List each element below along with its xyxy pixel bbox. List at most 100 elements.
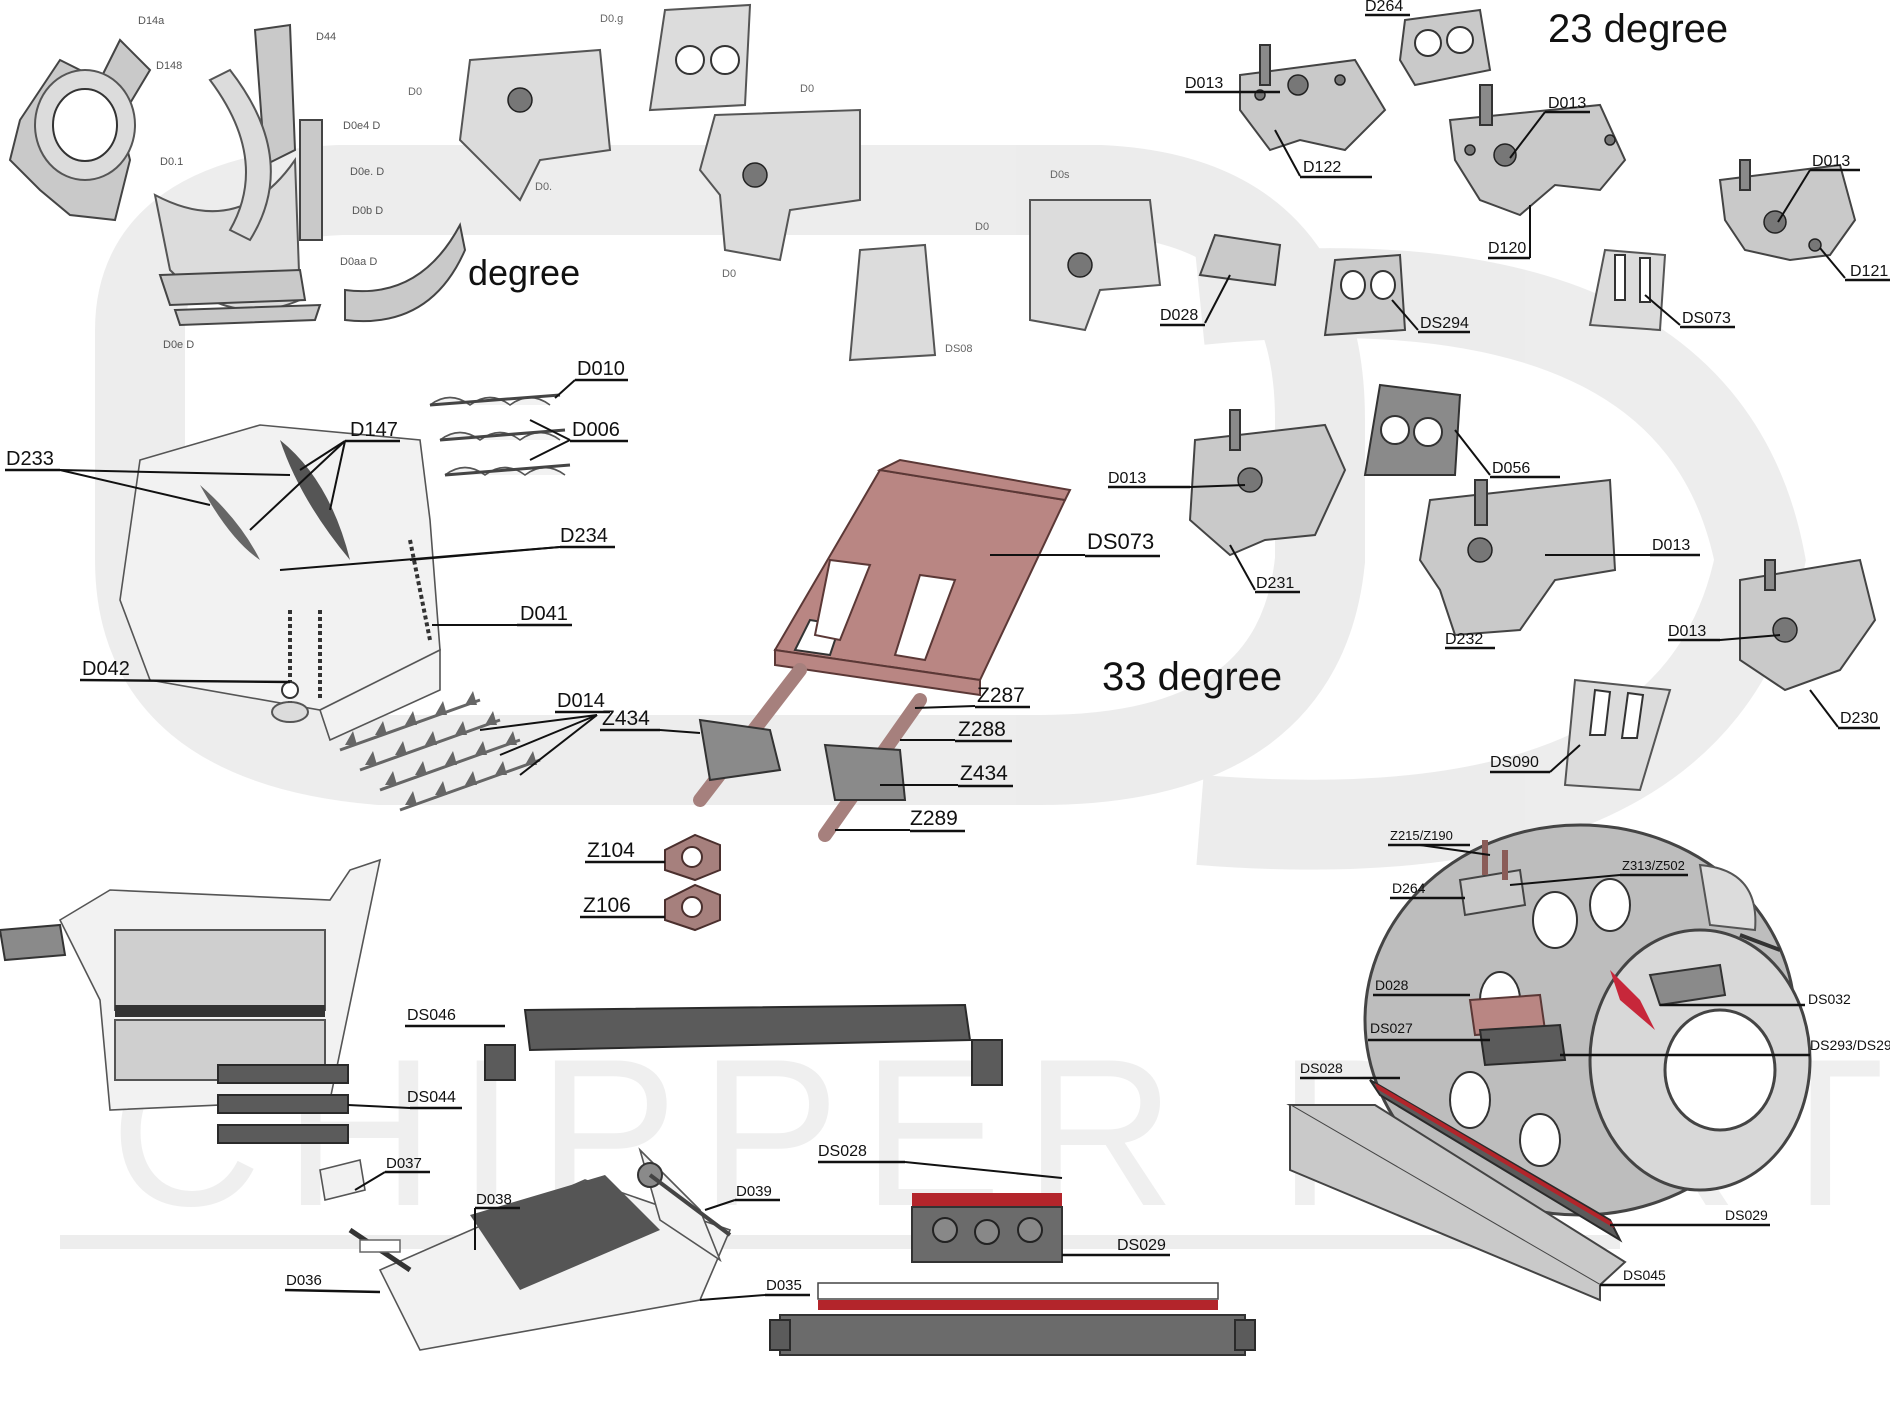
svg-text:D0e D: D0e D: [163, 339, 194, 351]
Z215-leader: [1419, 844, 1491, 856]
chipper-housing: [119, 424, 441, 742]
part-D120-holder: [1448, 84, 1627, 217]
label-DS029-bottom: DS029: [1117, 1237, 1166, 1254]
label-Z434-left: Z434: [602, 707, 650, 730]
label-DS032: DS032: [1808, 991, 1851, 1007]
label-DS073-big: DS073: [1087, 529, 1154, 554]
label-DS028-drum: DS028: [1300, 1060, 1343, 1076]
DS044-leader: [347, 1104, 411, 1109]
label-D013-f: D013: [1668, 623, 1706, 640]
svg-text:D0: D0: [722, 268, 736, 280]
label-DS073-small: DS073: [1682, 310, 1731, 327]
feed-conveyor: [319, 1147, 732, 1351]
svg-text:D0.g: D0.g: [600, 13, 623, 25]
label-D035: D035: [766, 1277, 802, 1294]
label-DS090: DS090: [1490, 754, 1539, 771]
part-D056-block: [1363, 383, 1462, 476]
svg-text:D0b D: D0b D: [352, 205, 383, 217]
D014-leader-c: [519, 714, 598, 776]
label-DS029-drum: DS029: [1725, 1207, 1768, 1223]
part-D231-holder: [1188, 409, 1347, 557]
D122-leader: [1274, 129, 1301, 177]
D013-c-leader: [1777, 169, 1811, 223]
clamp-bolts: [693, 663, 927, 842]
label-D013-a: D013: [1185, 75, 1223, 92]
D014-leader-b: [499, 714, 598, 756]
D013-f-leader: [1719, 634, 1781, 641]
label-Z215-Z190: Z215/Z190: [1390, 828, 1453, 843]
svg-text:D0e. D: D0e. D: [350, 166, 384, 178]
part-D121-holder: [1718, 159, 1857, 262]
svg-text:D148: D148: [156, 60, 182, 72]
label-D042: D042: [82, 658, 130, 680]
label-D010: D010: [577, 358, 625, 380]
label-Z287: Z287: [977, 684, 1025, 707]
nut-Z104: [664, 833, 721, 882]
D233-leader-a: [59, 469, 291, 476]
part-DS294-block: [1323, 253, 1407, 337]
D233-leader-b: [59, 469, 211, 506]
D039-leader: [704, 1199, 736, 1211]
label-Z313-Z502: Z313/Z502: [1622, 858, 1685, 873]
label-DS028-bottom: DS028: [818, 1143, 867, 1160]
svg-text:D0: D0: [408, 86, 422, 98]
Z434-left-leader: [659, 729, 701, 734]
label-D233: D233: [6, 448, 54, 470]
label-D147: D147: [350, 419, 398, 441]
label-Z288: Z288: [958, 718, 1006, 741]
part-DS073-small-knife: [1588, 248, 1667, 332]
D056-leader: [1454, 429, 1491, 476]
label-D056: D056: [1492, 460, 1530, 477]
label-D264-drum: D264: [1392, 880, 1426, 896]
D230-leader: [1809, 689, 1839, 728]
D006-leader-a: [529, 419, 571, 441]
svg-text:D0: D0: [800, 83, 814, 95]
D042-underline: [79, 678, 291, 684]
D147-leader-b: [329, 440, 346, 511]
svg-text:D14a: D14a: [138, 15, 165, 27]
label-D038: D038: [476, 1191, 512, 1208]
label-Z434-right: Z434: [960, 762, 1008, 785]
svg-text:D0e4 D: D0e4 D: [343, 120, 380, 132]
heading-33-degree: 33 degree: [1102, 655, 1282, 699]
label-DS293-DS29: DS293/DS29: [1810, 1037, 1890, 1053]
D147-leader-c: [249, 440, 346, 531]
degree-heading-partial: degree: [468, 252, 580, 293]
D010-leader: [554, 379, 576, 399]
label-D041: D041: [520, 603, 568, 625]
heading-23-degree: 23 degree: [1548, 7, 1728, 51]
D231-leader: [1229, 544, 1256, 591]
label-D013-d: D013: [1108, 470, 1146, 487]
label-DS046: DS046: [407, 1007, 456, 1024]
svg-text:D0.: D0.: [535, 181, 552, 193]
DS294-leader: [1391, 299, 1419, 331]
knife-block-DS028: [911, 1193, 1063, 1263]
DS073-small-leader: [1644, 294, 1681, 326]
part-D264-top: [1398, 8, 1492, 87]
label-D232: D232: [1445, 631, 1483, 648]
label-D014: D014: [557, 690, 605, 712]
label-D028-drum: D028: [1375, 977, 1409, 993]
label-D006: D006: [572, 419, 620, 441]
bar-DS046: [484, 1003, 1003, 1086]
part-D230-holder: [1739, 558, 1877, 692]
D013-d-leader: [1189, 484, 1246, 488]
DS028-bottom-leader: [904, 1161, 1063, 1179]
D013-b-leader: [1509, 111, 1546, 159]
label-DS045: DS045: [1623, 1267, 1666, 1283]
label-D028-mid: D028: [1160, 307, 1198, 324]
Z313-leader: [1509, 874, 1621, 886]
label-D234: D234: [560, 525, 608, 547]
part-DS090-knife: [1563, 678, 1672, 792]
label-D013-e: D013: [1652, 537, 1690, 554]
D028-mid-leader: [1204, 274, 1231, 324]
feed-screws: [429, 393, 571, 477]
label-Z289: Z289: [910, 807, 958, 830]
svg-text:D0.1: D0.1: [160, 156, 183, 168]
part-D232-holder: [1418, 478, 1617, 637]
svg-text:D0aa D: D0aa D: [340, 256, 377, 268]
chipper-drum: [1363, 823, 1812, 1217]
D036-underline: [284, 1288, 381, 1294]
DS090-leader: [1549, 744, 1581, 773]
